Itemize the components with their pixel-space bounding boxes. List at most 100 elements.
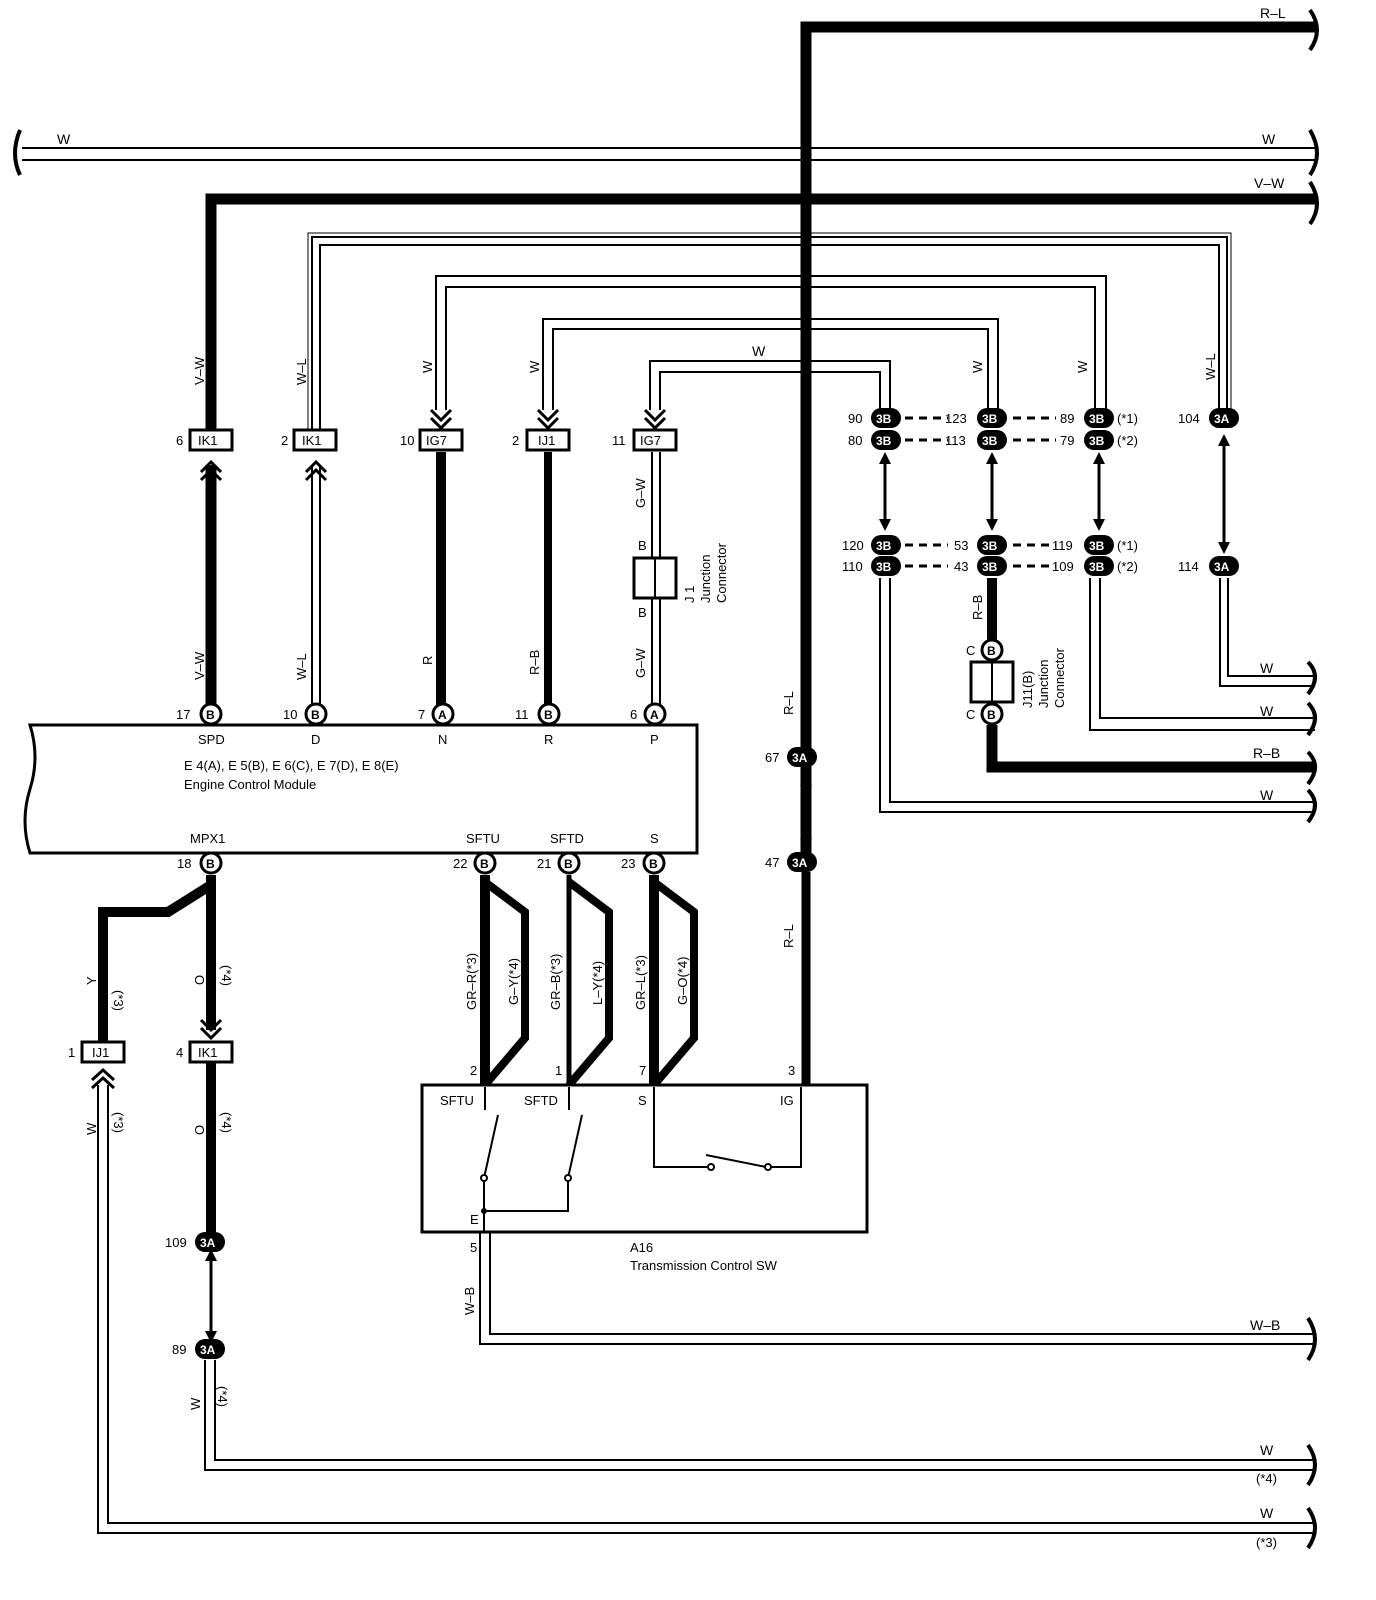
svg-text:B: B xyxy=(987,644,996,658)
label-vw-upper: V–W xyxy=(192,356,207,385)
label-w-p-top: W xyxy=(752,343,766,359)
svg-text:4: 4 xyxy=(176,1045,183,1060)
svg-text:89: 89 xyxy=(1060,411,1074,426)
svg-text:123: 123 xyxy=(945,411,967,426)
label-gr-r: GR–R(*3) xyxy=(464,953,479,1010)
svg-text:SFTD: SFTD xyxy=(524,1093,558,1108)
label-wl-lower: W–L xyxy=(294,653,309,680)
svg-text:3B: 3B xyxy=(876,560,892,574)
j1-junction-connector: B B J 1 Junction Connector xyxy=(632,538,729,620)
label-rl-lower: R–L xyxy=(781,924,796,948)
svg-text:3B: 3B xyxy=(1089,434,1105,448)
svg-text:21: 21 xyxy=(537,856,551,871)
svg-text:J 1: J 1 xyxy=(682,586,697,603)
label-w-top-left: W xyxy=(57,131,71,147)
svg-text:18: 18 xyxy=(177,856,191,871)
svg-text:89: 89 xyxy=(172,1342,186,1357)
wire-mpx1 xyxy=(90,875,1317,1550)
label-wb: W–B xyxy=(462,1287,477,1315)
label-y: Y xyxy=(84,976,99,985)
wire-w-top xyxy=(13,128,1319,177)
svg-text:17: 17 xyxy=(176,707,190,722)
svg-text:J11(B): J11(B) xyxy=(1020,671,1035,708)
svg-text:79: 79 xyxy=(1060,433,1074,448)
label-wb-right: W–B xyxy=(1250,1317,1280,1333)
label-w-n: W xyxy=(420,360,435,373)
inline-connector-ij1-r: IJ1 2 xyxy=(512,428,571,452)
svg-text:1: 1 xyxy=(68,1045,75,1060)
svg-text:10: 10 xyxy=(283,707,297,722)
svg-text:110: 110 xyxy=(842,559,863,574)
svg-text:113: 113 xyxy=(945,433,966,448)
svg-text:22: 22 xyxy=(453,856,467,871)
jb-lower-row1: 3B 120 3B 53 3B 119 (*1) 3A 114 xyxy=(842,535,1239,576)
wire-rl-main xyxy=(800,8,1319,862)
wire-wl xyxy=(307,232,1232,705)
note-w-bottom2: (*3) xyxy=(1256,1535,1277,1550)
svg-text:B: B xyxy=(206,857,215,871)
svg-text:Connector: Connector xyxy=(1052,647,1067,708)
svg-text:B: B xyxy=(480,857,489,871)
jb-rl: 3A 67 3A 47 xyxy=(765,747,817,1085)
label-rl-upper: R–L xyxy=(781,691,796,715)
svg-text:B: B xyxy=(564,857,573,871)
svg-text:3B: 3B xyxy=(1089,412,1105,426)
svg-text:SFTU: SFTU xyxy=(440,1093,474,1108)
svg-text:11: 11 xyxy=(515,707,529,722)
svg-text:114: 114 xyxy=(1178,559,1199,574)
svg-text:C: C xyxy=(966,707,975,722)
svg-text:47: 47 xyxy=(765,855,779,870)
label-l-y: L–Y(*4) xyxy=(590,961,605,1005)
svg-text:SFTD: SFTD xyxy=(550,831,584,846)
svg-text:B: B xyxy=(206,708,215,722)
ecm-top-pins: B 17 SPD B 10 D A 7 N B 11 R A 6 P xyxy=(176,702,667,747)
svg-text:Junction: Junction xyxy=(698,555,713,603)
label-gw-lower: G–W xyxy=(633,648,648,678)
svg-text:5: 5 xyxy=(470,1240,477,1255)
svg-text:109: 109 xyxy=(165,1235,187,1250)
svg-text:IK1: IK1 xyxy=(198,1045,218,1060)
svg-text:2: 2 xyxy=(512,433,519,448)
svg-text:IK1: IK1 xyxy=(198,433,218,448)
note-y: (*3) xyxy=(111,990,126,1011)
svg-text:D: D xyxy=(311,732,320,747)
label-w-bottom2: W xyxy=(1260,1505,1274,1521)
svg-text:B: B xyxy=(649,857,658,871)
inline-connector-ig7-p: IG7 11 xyxy=(612,428,678,452)
wire-w-p xyxy=(649,360,891,705)
jb-o: 3A 109 3A 89 xyxy=(165,1232,225,1359)
svg-text:IJ1: IJ1 xyxy=(538,433,555,448)
svg-text:B: B xyxy=(544,708,553,722)
label-g-o: G–O(*4) xyxy=(675,957,690,1005)
svg-text:2: 2 xyxy=(470,1063,477,1078)
label-w-jb: W xyxy=(188,1397,203,1410)
label-w-123: W xyxy=(970,360,985,373)
svg-text:3A: 3A xyxy=(1214,412,1230,426)
svg-text:119: 119 xyxy=(1052,538,1073,553)
j11-junction-connector: B B C C J11(B) Junction Connector xyxy=(966,638,1067,726)
wires-sft xyxy=(480,875,698,1088)
wire-w-n xyxy=(435,275,1107,705)
wire-w-r xyxy=(542,318,999,705)
svg-text:3A: 3A xyxy=(200,1343,216,1357)
svg-text:IG: IG xyxy=(780,1093,794,1108)
svg-text:53: 53 xyxy=(954,538,968,553)
label-w-110: W xyxy=(1260,787,1274,803)
inline-connector-ig7-n: IG7 10 xyxy=(400,428,464,452)
svg-text:3B: 3B xyxy=(1089,539,1105,553)
svg-text:3B: 3B xyxy=(1089,560,1105,574)
label-wl-104: W–L xyxy=(1203,353,1218,380)
svg-text:6: 6 xyxy=(630,707,637,722)
chevrons-top xyxy=(199,408,667,482)
svg-text:1: 1 xyxy=(555,1063,562,1078)
svg-text:3B: 3B xyxy=(982,412,998,426)
svg-text:109: 109 xyxy=(1052,559,1074,574)
svg-text:S: S xyxy=(638,1093,647,1108)
label-rb-right: R–B xyxy=(1253,745,1280,761)
a16-transmission-control-sw: 2 1 7 3 SFTU SFTD S IG E 5 A16 Transmiss… xyxy=(420,1063,869,1273)
svg-text:11: 11 xyxy=(612,433,626,448)
a16-title: Transmission Control SW xyxy=(630,1258,778,1273)
svg-text:(*2): (*2) xyxy=(1117,559,1138,574)
svg-text:IJ1: IJ1 xyxy=(92,1045,109,1060)
ecm-bottom-pins: MPX1 B 18 SFTU B 22 SFTD B 21 S B 23 xyxy=(177,831,666,875)
